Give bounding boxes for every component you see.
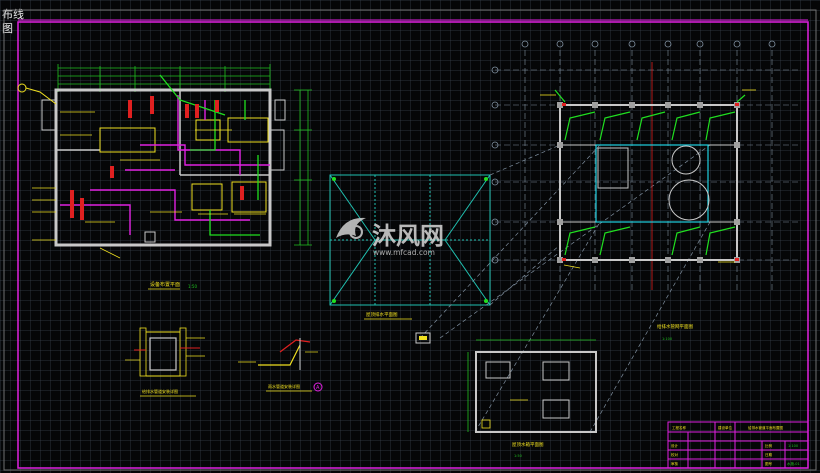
right-plan-leaders xyxy=(540,89,756,269)
bottom-plan-title: 屋顶水箱平面图 xyxy=(512,441,544,448)
roof-plan-title: 屋顶排水平面图 xyxy=(366,311,398,318)
title-block-cell: 比例 xyxy=(765,443,773,448)
detail-a-title: 给排水管道安装详图 xyxy=(142,388,178,394)
watermark-brand: 沐风网 xyxy=(372,222,444,250)
title-block-col2-header: 建设单位 xyxy=(718,425,732,430)
title-block-cell: 审核 xyxy=(671,461,679,466)
right-plan-axes xyxy=(495,50,800,290)
title-block-cell: 水施-01 xyxy=(787,461,800,466)
title-block-col1-header: 工程名称 xyxy=(672,425,686,430)
detail-b-marker: A xyxy=(316,385,320,391)
title-block-cell: 1:100 xyxy=(788,444,798,448)
title-block-cell: 设计 xyxy=(671,443,679,448)
left-floor-plan xyxy=(17,64,312,259)
sheet-outer-frame xyxy=(3,9,817,471)
right-plan-walls xyxy=(559,104,738,261)
projection-lines xyxy=(419,144,711,433)
right-plan-red-markers xyxy=(562,103,739,261)
right-plan-green-pipes xyxy=(554,89,746,256)
watermark-logo xyxy=(336,217,366,239)
detail-b-drawing xyxy=(238,338,318,370)
title-block-cell: 校对 xyxy=(671,452,679,457)
small-key-box xyxy=(415,332,431,344)
bottom-plan-scale: 1:50 xyxy=(514,454,522,458)
title-block-drawing-name: 给排水管道平面布置图 xyxy=(748,425,783,430)
roof-drains xyxy=(332,177,488,303)
title-block-cell: 图号 xyxy=(765,461,773,466)
detail-b-title: 雨水管道安装详图 xyxy=(268,383,300,389)
right-plan-title: 给排水管网平面图 xyxy=(657,323,693,330)
sheet-border xyxy=(17,21,809,469)
right-plan-columns xyxy=(557,102,740,263)
right-plan-scale: 1:100 xyxy=(662,337,672,341)
detail-b-marker-circle xyxy=(313,382,323,392)
title-block xyxy=(667,421,809,469)
left-plan-title: 设备布置平面 xyxy=(150,281,180,288)
small-key-box-fill xyxy=(419,336,427,340)
left-plan-scale: 1:50 xyxy=(188,284,197,289)
right-plan-axis-bubbles xyxy=(491,40,776,264)
right-plan-cyan-room xyxy=(595,144,709,223)
viewport-tab-label[interactable]: 布线图 xyxy=(2,8,24,35)
detail-a-drawing xyxy=(125,327,205,377)
right-plan-tanks xyxy=(597,145,710,221)
roof-plan xyxy=(329,174,491,306)
bottom-plan xyxy=(467,339,597,433)
watermark-url: www.mfcad.com xyxy=(373,248,435,257)
title-block-cell: 日期 xyxy=(765,452,773,457)
